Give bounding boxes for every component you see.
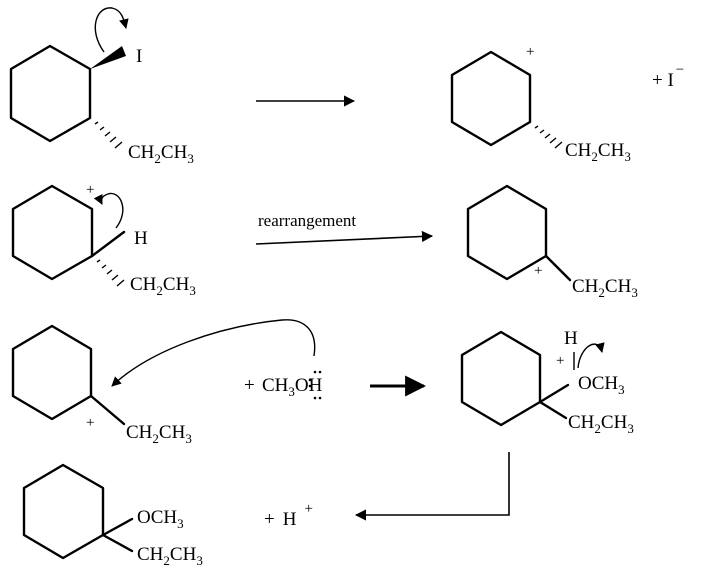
hashed-bond [94, 121, 123, 149]
ethyl-bond [538, 400, 568, 420]
proton-byproduct: +H+ [264, 501, 313, 530]
step2-reactant: + H CH2CH3 [11, 182, 196, 298]
plus-sign: + [244, 375, 255, 396]
ethyl-label: CH2CH3 [130, 274, 196, 298]
reaction-arrow-4 [354, 452, 510, 521]
step2-product: + CH2CH3 [466, 184, 638, 300]
cyclohexane-ring [22, 463, 105, 560]
methoxy-label: OCH3 [578, 373, 625, 397]
ethyl-label: CH2CH3 [128, 142, 194, 166]
wedge-bond [90, 46, 126, 69]
methanol: + CH3OH [244, 370, 323, 400]
ethyl-label: CH2CH3 [572, 276, 638, 300]
lone-pair-dots [308, 370, 322, 400]
hashed-bond [96, 259, 125, 287]
hydrogen-bond [90, 230, 126, 258]
curved-arrow [577, 342, 605, 369]
methanol-label: CH3OH [262, 375, 323, 399]
cyclohexane-ring [11, 324, 93, 421]
iodide-byproduct: + I− [652, 62, 684, 91]
hashed-bond [534, 125, 563, 149]
charge-plus: + [86, 415, 94, 431]
cyclohexane-ring [9, 44, 92, 143]
methoxy-label: OCH3 [137, 507, 184, 531]
methoxy-bond [101, 517, 134, 537]
step3-cation: + CH2CH3 [11, 324, 192, 446]
step1-reactant: I CH2CH3 [9, 7, 194, 166]
methoxy-bond [538, 383, 570, 404]
cyclohexane-ring [11, 184, 94, 281]
arrow-label: rearrangement [258, 211, 356, 230]
step4-product: OCH3 CH2CH3 [22, 463, 203, 568]
ethyl-label: CH2CH3 [568, 412, 634, 436]
ethyl-bond [89, 394, 126, 426]
ethyl-label: CH2CH3 [137, 544, 203, 568]
step3-oxonium: H + OCH3 CH2CH3 [460, 328, 634, 436]
cyclohexane-ring [466, 184, 548, 281]
ethyl-bond [101, 533, 134, 553]
ethyl-label: CH2CH3 [565, 140, 631, 164]
charge-plus: + [526, 44, 534, 60]
charge-plus: + [86, 182, 94, 198]
hydrogen-label: H [564, 328, 578, 349]
curved-arrow [93, 192, 124, 229]
reaction-arrow-2 [255, 230, 434, 245]
ethyl-label: CH2CH3 [126, 422, 192, 446]
nucleophile-curved-arrow [111, 319, 316, 387]
curved-arrow [94, 7, 129, 53]
charge-plus: + [534, 263, 542, 279]
ethyl-bond [544, 254, 572, 282]
hydrogen-label: H [134, 228, 148, 249]
step1-product: + CH2CH3 [450, 44, 631, 164]
cyclohexane-ring [450, 50, 532, 147]
charge-plus: + [556, 353, 564, 369]
iodine-label: I [136, 46, 142, 67]
cyclohexane-ring [460, 330, 542, 427]
